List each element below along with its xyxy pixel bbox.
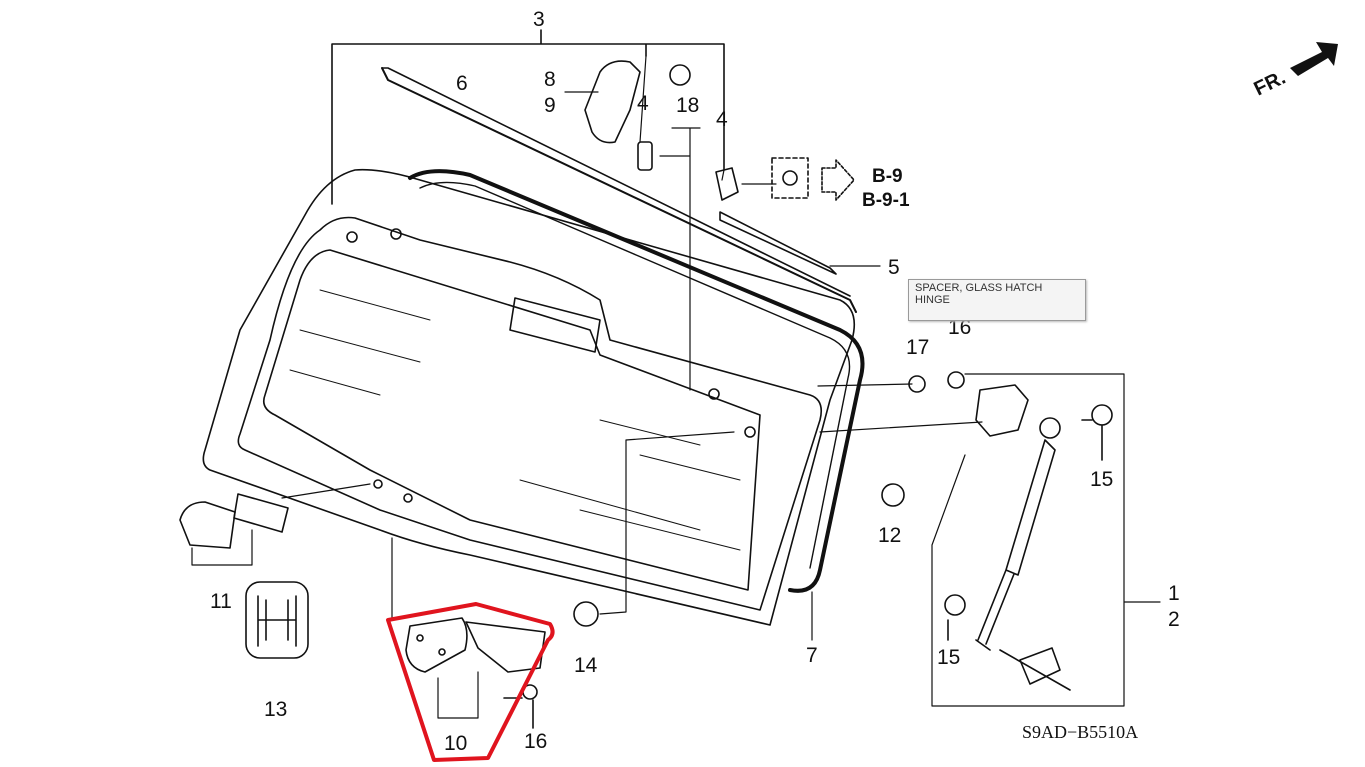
label-4b: 4 <box>716 108 728 131</box>
label-11: 11 <box>210 590 232 613</box>
hinge-cover <box>584 60 641 144</box>
label-18: 18 <box>676 94 699 117</box>
glass-inner-frame <box>237 216 823 611</box>
washer-17 <box>908 375 926 393</box>
label-4a: 4 <box>637 92 649 115</box>
spacer-10a <box>405 617 468 673</box>
label-16a: 16 <box>948 316 971 339</box>
label-16b: 16 <box>524 730 547 753</box>
label-8: 8 <box>544 68 556 91</box>
front-direction-label: FR. <box>1251 67 1290 101</box>
cap-14 <box>573 601 599 627</box>
molding-upper <box>381 67 857 313</box>
label-10: 10 <box>444 732 467 755</box>
nut-18 <box>669 64 691 86</box>
label-2: 2 <box>1168 608 1180 631</box>
front-direction-arrow <box>1290 42 1338 76</box>
label-5: 5 <box>888 256 900 279</box>
bracket-1-2 <box>931 373 1161 707</box>
label-15b: 15 <box>937 646 960 669</box>
bolt-15a <box>1091 404 1113 426</box>
label-9: 9 <box>544 94 556 117</box>
reference-box <box>771 157 809 199</box>
glass-panel <box>202 168 856 626</box>
window-opening <box>262 249 761 591</box>
light-11 <box>179 501 236 549</box>
molding-side <box>719 211 837 275</box>
spacer-10b <box>465 621 546 673</box>
reference-arrow <box>821 159 855 201</box>
part-tooltip: SPACER, GLASS HATCH HINGE <box>908 279 1086 321</box>
gas-strut <box>977 439 1056 645</box>
ref-b91: B-9-1 <box>862 190 910 211</box>
weatherstrip <box>408 169 865 593</box>
label-7: 7 <box>806 644 818 667</box>
label-3: 3 <box>533 8 545 31</box>
label-1: 1 <box>1168 582 1180 605</box>
brake-light-housing <box>509 297 601 353</box>
label-6: 6 <box>456 72 468 95</box>
bracket-3 <box>331 29 725 205</box>
label-15a: 15 <box>1090 468 1113 491</box>
bolt-15b <box>944 594 966 616</box>
label-13: 13 <box>264 698 287 721</box>
label-14: 14 <box>574 654 598 677</box>
clip-4a <box>637 141 653 171</box>
label-17: 17 <box>906 336 929 359</box>
diagram-code: S9AD−B5510A <box>1022 722 1138 742</box>
hinge-bracket <box>975 384 1029 437</box>
highlight-outline <box>386 602 555 762</box>
emblem-13 <box>245 581 309 659</box>
cap-12 <box>881 483 905 507</box>
glass-reflection-lines <box>289 289 741 551</box>
label-12: 12 <box>878 524 901 547</box>
screw-16a <box>947 371 965 389</box>
ref-b9: B-9 <box>872 166 903 187</box>
clip-4b <box>715 167 739 201</box>
